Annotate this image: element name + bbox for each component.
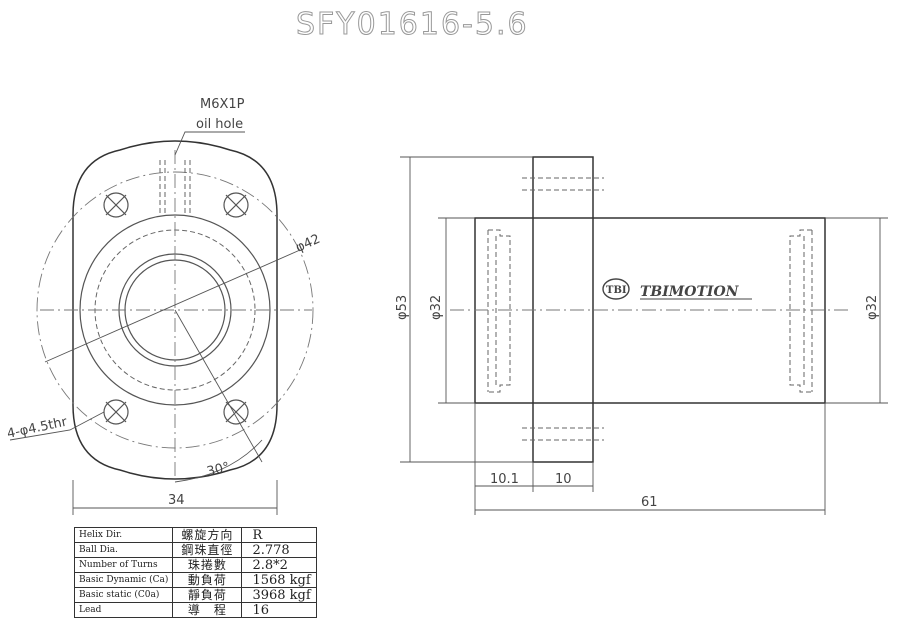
flange: [532, 156, 594, 463]
front-view: M6X1P oil hole φ42 4-φ4.5thr 30° 34: [6, 97, 323, 515]
flange-outline: [72, 140, 278, 480]
spec-value: R: [241, 527, 318, 543]
width-label: 34: [168, 493, 185, 508]
angle-label: 30°: [205, 460, 231, 480]
mount-hole-leader: [9, 411, 105, 441]
spec-label-zh: 靜負荷: [172, 587, 243, 603]
mount-hole-tl: [103, 192, 129, 218]
oil-hole-label: oil hole: [196, 117, 243, 132]
angle-ray: [174, 309, 263, 463]
mount-hole-tr: [223, 192, 249, 218]
drawing-title: SFY01616-5.6: [296, 7, 529, 42]
spec-label-en: Basic static (C0a): [73, 587, 174, 603]
return-tube-right: [789, 229, 813, 393]
dim-101-label: 10.1: [490, 472, 519, 487]
spec-label-zh: 鋼珠直徑: [172, 542, 243, 558]
spec-value: 2.778: [241, 542, 318, 558]
mount-hole-bl: [103, 399, 129, 425]
return-tube-left: [487, 229, 511, 393]
phi42-label: φ42: [294, 232, 323, 256]
spec-label-zh: 螺旋方向: [172, 527, 243, 543]
spec-label-en: Basic Dynamic (Ca): [73, 572, 174, 588]
oil-hole-leader: [174, 131, 245, 156]
oil-hole-thread-label: M6X1P: [200, 97, 245, 112]
mount-hole-br: [223, 399, 249, 425]
nut-body: [474, 217, 826, 404]
phi32-left-label: φ32: [429, 295, 444, 320]
logo-mark: TBI: [606, 285, 627, 296]
spec-value: 1568 kgf: [241, 572, 318, 588]
spec-label-zh: 導 程: [172, 602, 243, 618]
spec-value: 16: [241, 602, 318, 618]
mount-holes-label: 4-φ4.5thr: [6, 414, 69, 441]
spec-label-en: Lead: [73, 602, 174, 618]
spec-label-zh: 珠捲數: [172, 557, 243, 573]
spec-value: 2.8*2: [241, 557, 318, 573]
phi42-leader: [44, 249, 301, 363]
flange-hidden-holes: [522, 177, 604, 441]
angle-arc: [174, 439, 263, 483]
oil-hole-hidden: [159, 160, 191, 215]
logo-text: TBIMOTION: [640, 284, 740, 300]
spec-value: 3968 kgf: [241, 587, 318, 603]
phi53-label: φ53: [395, 295, 410, 320]
spec-label-zh: 動負荷: [172, 572, 243, 588]
side-view: TBI TBIMOTION φ53 φ32 φ32 10.1 10 61: [395, 156, 888, 515]
spec-label-en: Helix Dir.: [73, 527, 174, 543]
spec-label-en: Ball Dia.: [73, 542, 174, 558]
phi32-right-label: φ32: [865, 295, 880, 320]
spec-label-en: Number of Turns: [73, 557, 174, 573]
dim-61-label: 61: [641, 495, 658, 510]
tbimotion-logo: TBI TBIMOTION: [602, 278, 752, 300]
dim-10-label: 10: [555, 472, 572, 487]
